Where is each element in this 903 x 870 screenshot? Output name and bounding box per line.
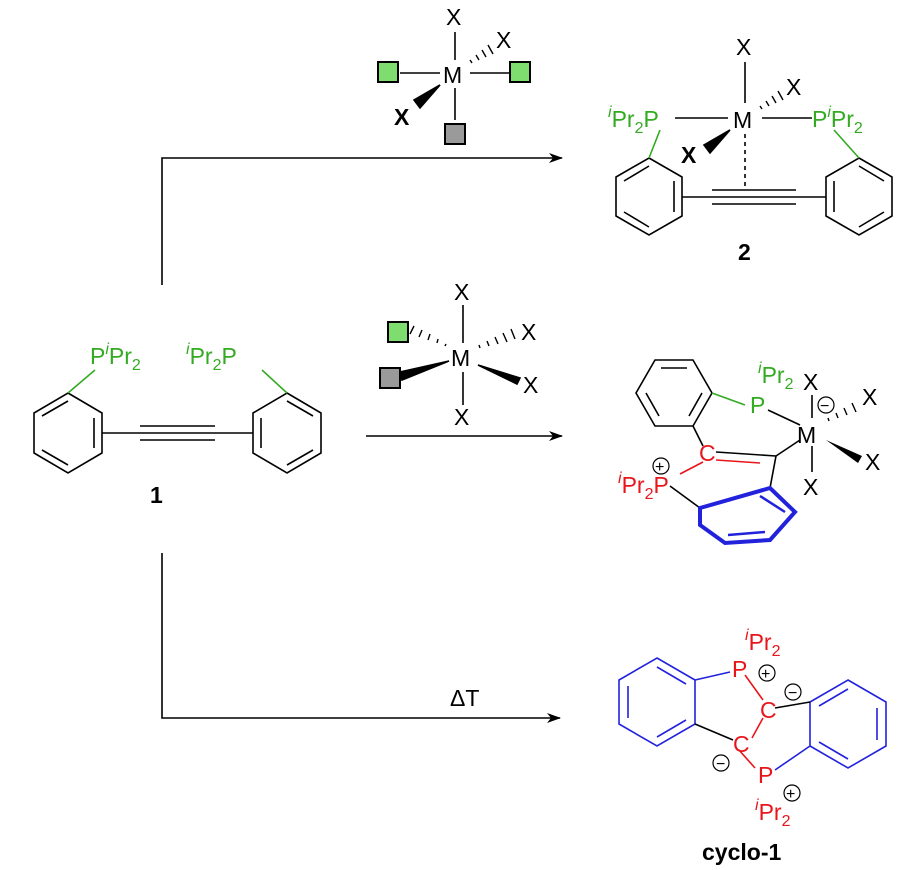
reagent-middle <box>379 305 522 405</box>
svg-text:X: X <box>803 474 818 500</box>
svg-text:−: − <box>788 685 797 702</box>
p-ipr2-left: PiPr2 <box>90 341 141 374</box>
svg-text:X: X <box>803 369 818 395</box>
compound-2 <box>615 62 893 236</box>
ipr2-p-red: iPr2P <box>618 470 669 503</box>
svg-text:P: P <box>758 762 773 788</box>
svg-text:M: M <box>451 345 470 371</box>
compound-2-labels: iPr2P PiPr2 X X M X 2 <box>608 34 863 265</box>
metallacycle-labels: iPr2 P M − X X X X C + iPr2P <box>618 360 880 503</box>
svg-text:M: M <box>733 107 752 133</box>
ipr2-top-cyclo: iPr2 <box>745 627 781 660</box>
svg-text:−: − <box>820 398 829 415</box>
svg-text:−: − <box>716 756 725 773</box>
ipr2-p-right: iPr2P <box>186 341 237 374</box>
svg-text:P: P <box>732 656 747 682</box>
cyclo-1-labels: iPr2 P + − C C − P + iPr2 cyclo-1 <box>702 627 802 865</box>
svg-text:X: X <box>523 372 538 398</box>
arrow-to-2 <box>161 153 563 285</box>
svg-text:X: X <box>454 404 469 430</box>
metallacycle-clean <box>635 359 862 546</box>
svg-text:M: M <box>797 422 816 448</box>
svg-text:M: M <box>443 62 462 88</box>
ipr2-bottom-cyclo: iPr2 <box>755 797 791 830</box>
compound-cyclo-label: cyclo-1 <box>702 839 781 865</box>
svg-text:X: X <box>454 279 469 305</box>
svg-text:C: C <box>699 440 716 466</box>
compound-2-label: 2 <box>738 239 751 265</box>
svg-text:X: X <box>446 4 461 30</box>
svg-text:C: C <box>760 697 777 723</box>
heat-label: ΔT <box>450 685 479 711</box>
svg-text:+: + <box>761 666 770 683</box>
reaction-arrows <box>161 153 563 723</box>
reagent-middle-labels: X X M X X <box>451 279 538 430</box>
arrow-to-cyclo-1 <box>161 553 561 723</box>
cyclo-1 <box>618 657 887 771</box>
ipr2-p-left-2: iPr2P <box>608 104 659 137</box>
svg-text:X: X <box>394 104 410 130</box>
svg-text:X: X <box>865 449 880 475</box>
svg-text:X: X <box>736 34 751 60</box>
svg-text:X: X <box>521 319 536 345</box>
svg-text:P: P <box>750 392 765 418</box>
p-ipr2-right-2: PiPr2 <box>812 104 863 137</box>
compound-1-label: 1 <box>150 482 163 508</box>
compound-1-labels: PiPr2 iPr2P 1 <box>90 341 237 508</box>
svg-text:X: X <box>496 27 511 53</box>
svg-text:X: X <box>681 142 697 168</box>
svg-text:C: C <box>733 731 750 757</box>
reagent-top-labels: X X M X <box>394 4 511 130</box>
ipr2-top-green: iPr2 <box>758 360 794 393</box>
svg-text:X: X <box>786 74 801 100</box>
svg-text:+: + <box>786 786 795 803</box>
svg-text:+: + <box>655 459 664 476</box>
svg-text:X: X <box>862 384 877 410</box>
compound-1 <box>33 369 322 474</box>
reagent-top <box>377 32 531 145</box>
